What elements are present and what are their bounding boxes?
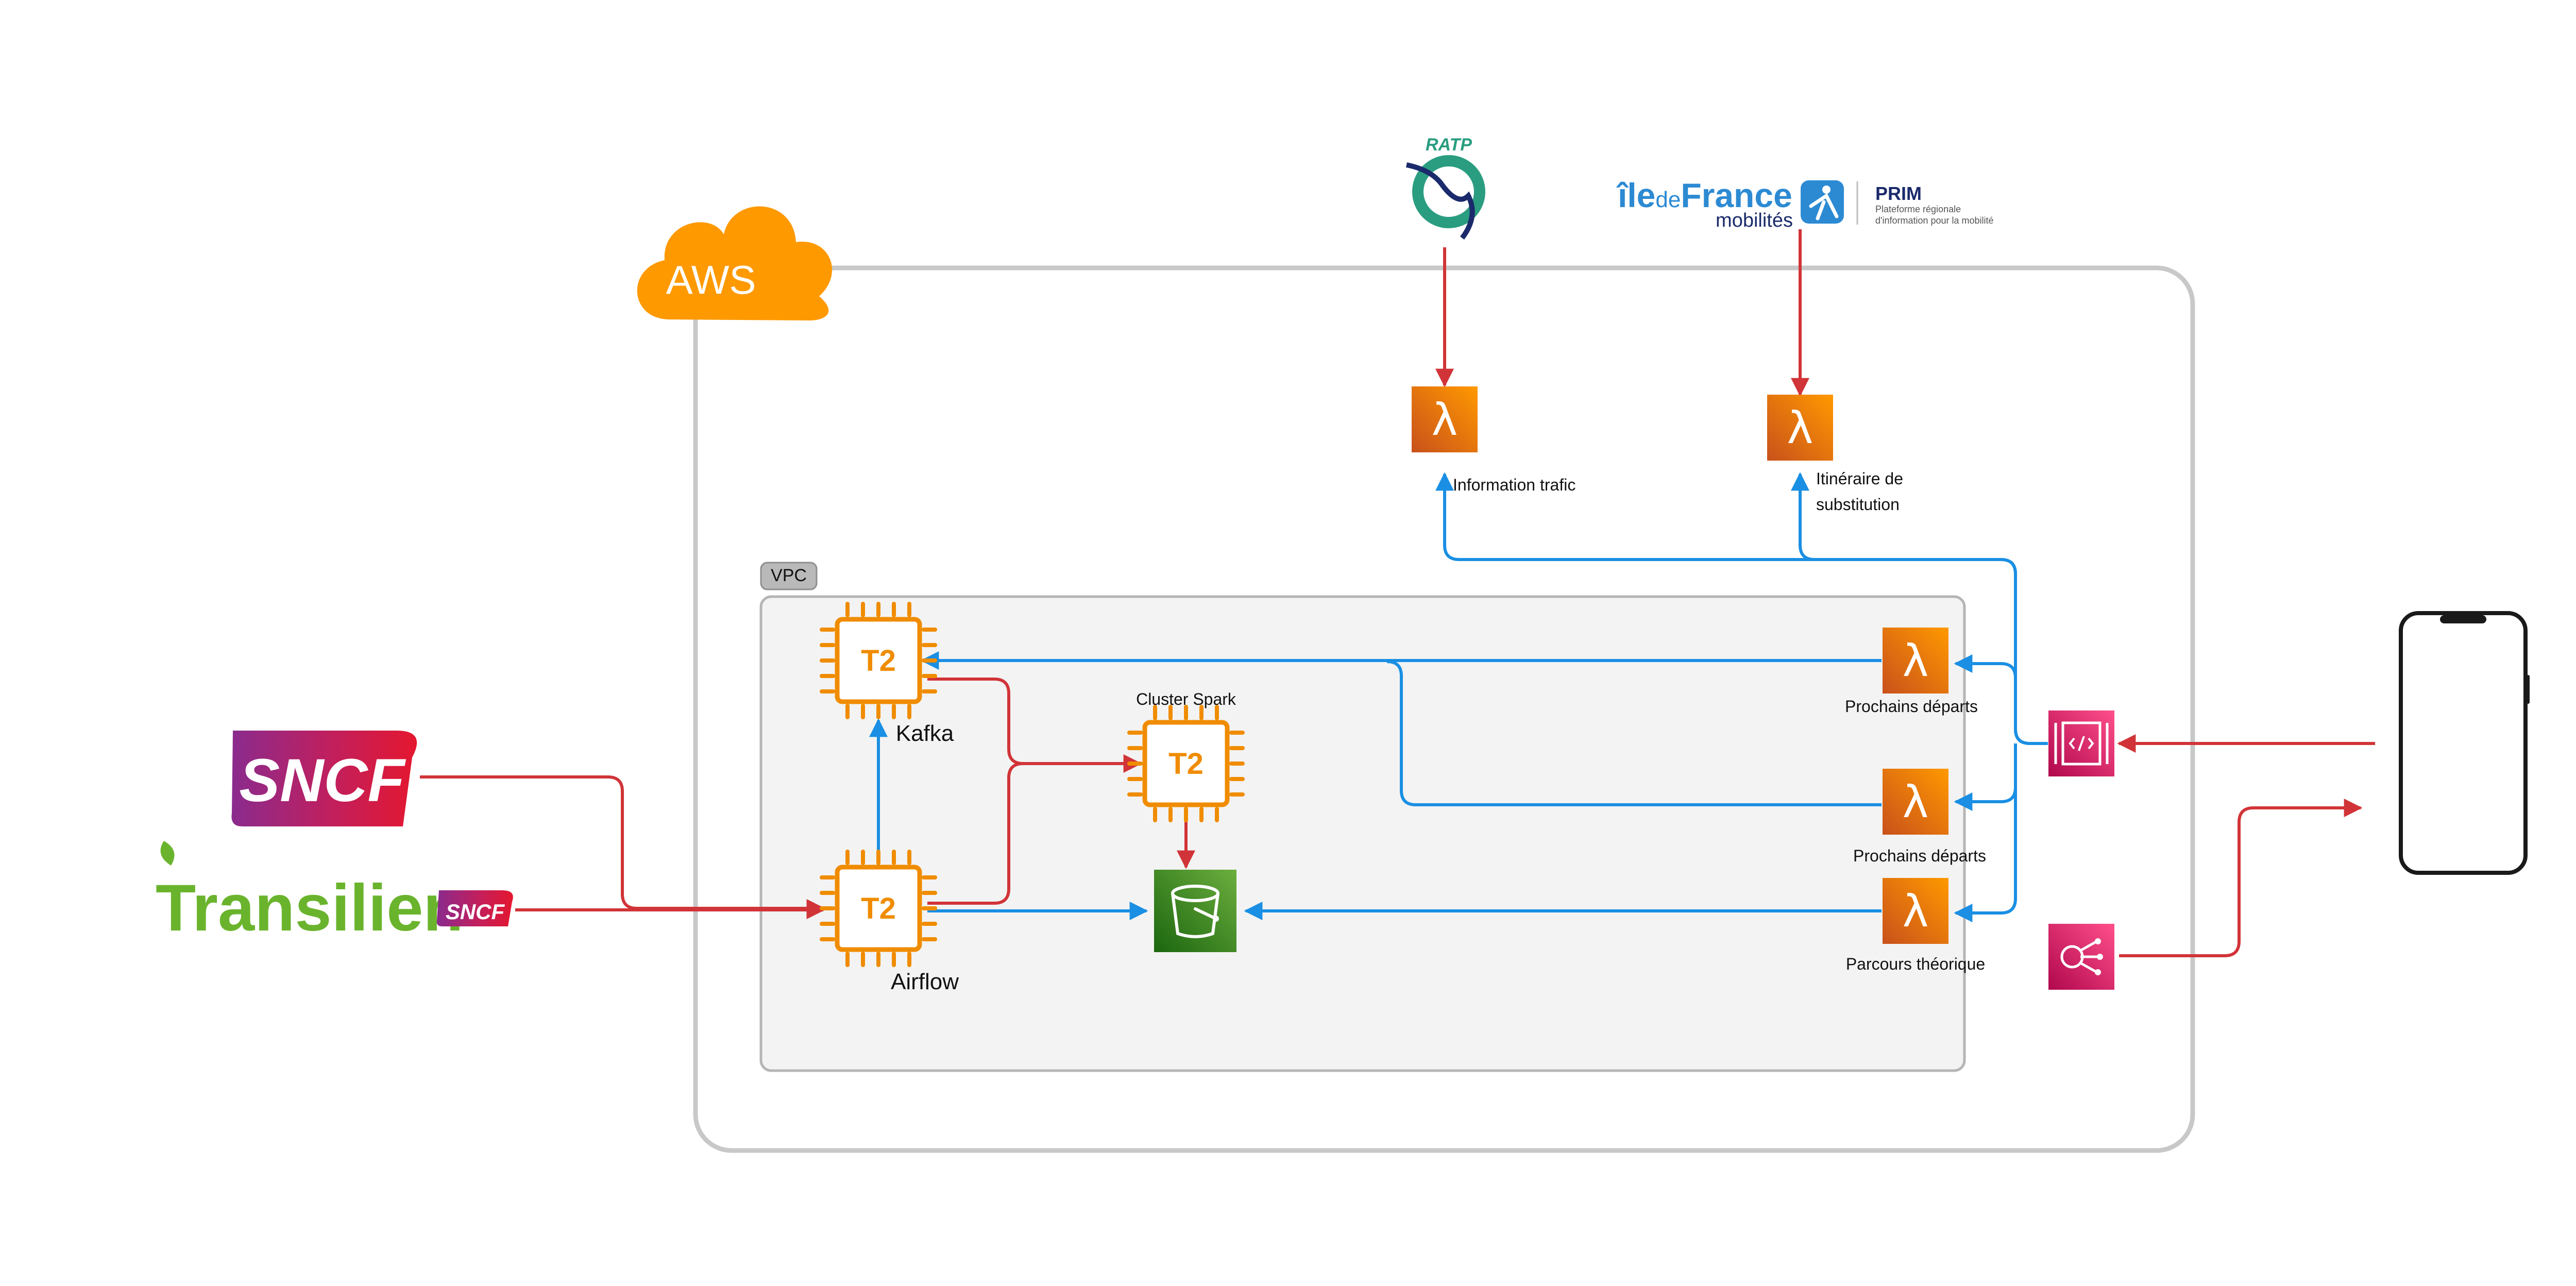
ratp-logo-text: RATP	[1426, 135, 1472, 155]
lambda-itineraire-icon[interactable]: λ	[1767, 395, 1833, 461]
arrow-apigw-to-prochains1	[1954, 654, 2048, 745]
idfm-brand-sub: mobilités	[1716, 210, 1793, 231]
lambda-prochains-departs-1-label: Prochains départs	[1845, 697, 1978, 716]
smartphone-icon	[2399, 611, 2530, 875]
lambda-information-trafic-label: Information trafic	[1453, 476, 1575, 494]
vpc-label: VPC	[771, 566, 807, 585]
ec2-airflow-icon[interactable]: T2	[822, 852, 935, 965]
lambda-glyph: λ	[1903, 635, 1929, 687]
arrow-prochains2-to-kafka	[1386, 660, 1882, 806]
lambda-glyph: λ	[1903, 886, 1929, 937]
idfm-brand-3: France	[1681, 176, 1792, 214]
sns-icon[interactable]	[2048, 924, 2114, 990]
idfm-brand: îledeFrance	[1616, 176, 1792, 214]
airflow-chip-label: T2	[861, 892, 896, 925]
lambda-glyph: λ	[1432, 394, 1458, 446]
prim-line2: d'information pour la mobilité	[1875, 215, 1994, 226]
lambda-prochains-departs-2-label: Prochains départs	[1853, 847, 1986, 865]
transilien-leaf-icon	[160, 841, 175, 866]
airflow-label: Airflow	[891, 969, 959, 994]
prim-line1: Plateforme régionale	[1875, 204, 1961, 214]
lambda-prochains-departs-2-icon[interactable]: λ	[1883, 769, 1948, 835]
arrow-apigw-to-itineraire	[1791, 472, 2017, 574]
prim-title: PRIM	[1875, 183, 1922, 204]
aws-cloud-icon: AWS	[637, 206, 833, 320]
arrow-airflow-to-spark	[927, 762, 1024, 905]
spark-label: Cluster Spark	[1136, 690, 1236, 708]
lambda-glyph: λ	[1903, 776, 1929, 828]
idfm-brand-2: de	[1655, 187, 1681, 212]
lambda-information-trafic-icon[interactable]: λ	[1412, 386, 1478, 452]
idfm-brand-1: île	[1616, 176, 1655, 214]
arrow-sncf-to-airflow	[420, 775, 825, 918]
ratp-logo: RATP	[1405, 135, 1485, 240]
vpc-container	[759, 595, 1966, 1072]
arrow-apigw-to-parcours	[1954, 787, 2017, 922]
transilien-sncf-badge: SNCF	[446, 900, 505, 924]
ec2-spark-icon[interactable]: T2	[1129, 707, 1243, 820]
ec2-kafka-icon[interactable]: T2	[822, 604, 935, 717]
transilien-logo: Transilien SNCF	[156, 841, 513, 945]
lambda-itineraire-label-line2: substitution	[1816, 495, 1900, 514]
aws-label: AWS	[666, 257, 756, 302]
kafka-label: Kafka	[896, 721, 954, 746]
api-gateway-icon[interactable]	[2048, 710, 2114, 776]
lambda-itineraire-label-line1: Itinéraire de	[1816, 469, 1903, 488]
spark-chip-label: T2	[1168, 747, 1204, 781]
lambda-parcours-theorique-label: Parcours théorique	[1846, 955, 1985, 973]
kafka-chip-label: T2	[861, 644, 896, 678]
s3-bucket-icon[interactable]	[1154, 870, 1236, 952]
blue-connectors	[869, 472, 2048, 922]
arrow-sns-to-phone	[2119, 799, 2363, 957]
sncf-logo-text: SNCF	[239, 747, 406, 815]
transilien-logo-text: Transilien	[156, 871, 464, 945]
red-connectors	[420, 229, 2375, 957]
sncf-logo: SNCF	[231, 731, 417, 826]
lambda-prochains-departs-1-icon[interactable]: λ	[1883, 628, 1948, 693]
lambda-glyph: λ	[1787, 402, 1814, 454]
idfm-prim-logo: îledeFrance mobilités PRIM Plateforme ré…	[1616, 176, 1994, 231]
vpc-badge	[760, 562, 818, 590]
lambda-parcours-theorique-icon[interactable]: λ	[1883, 878, 1948, 944]
